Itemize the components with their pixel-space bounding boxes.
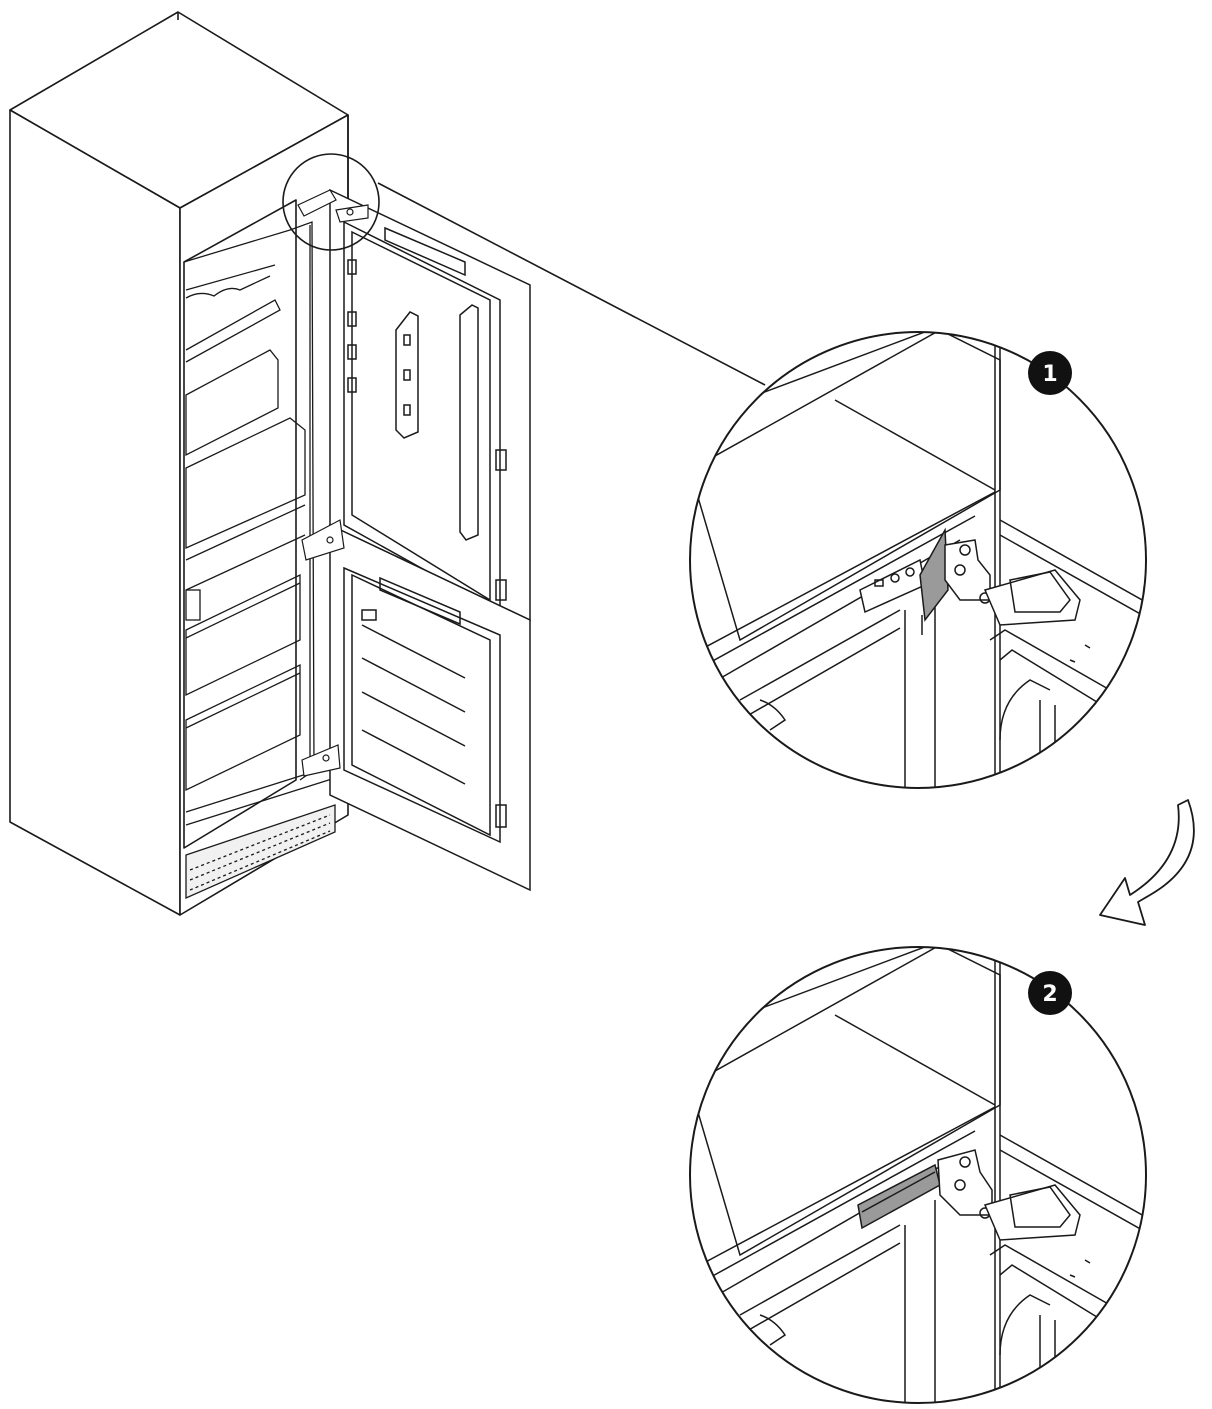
hinge-detail-before: 1	[689, 331, 1147, 789]
fridge-door-upper	[329, 188, 531, 622]
step-number-2: 2	[1042, 982, 1057, 1007]
fridge-door-lower	[329, 523, 531, 892]
hinge-detail-after: 2	[689, 946, 1147, 1404]
step-number-1: 1	[1042, 362, 1057, 387]
curved-arrow-icon	[1099, 799, 1195, 926]
hinge-icon	[297, 189, 369, 777]
step-badge-1	[1028, 351, 1072, 395]
cabinet-icon	[9, 11, 349, 916]
magnifier-circle-icon	[282, 153, 766, 386]
step-badge-2	[1028, 971, 1072, 1015]
